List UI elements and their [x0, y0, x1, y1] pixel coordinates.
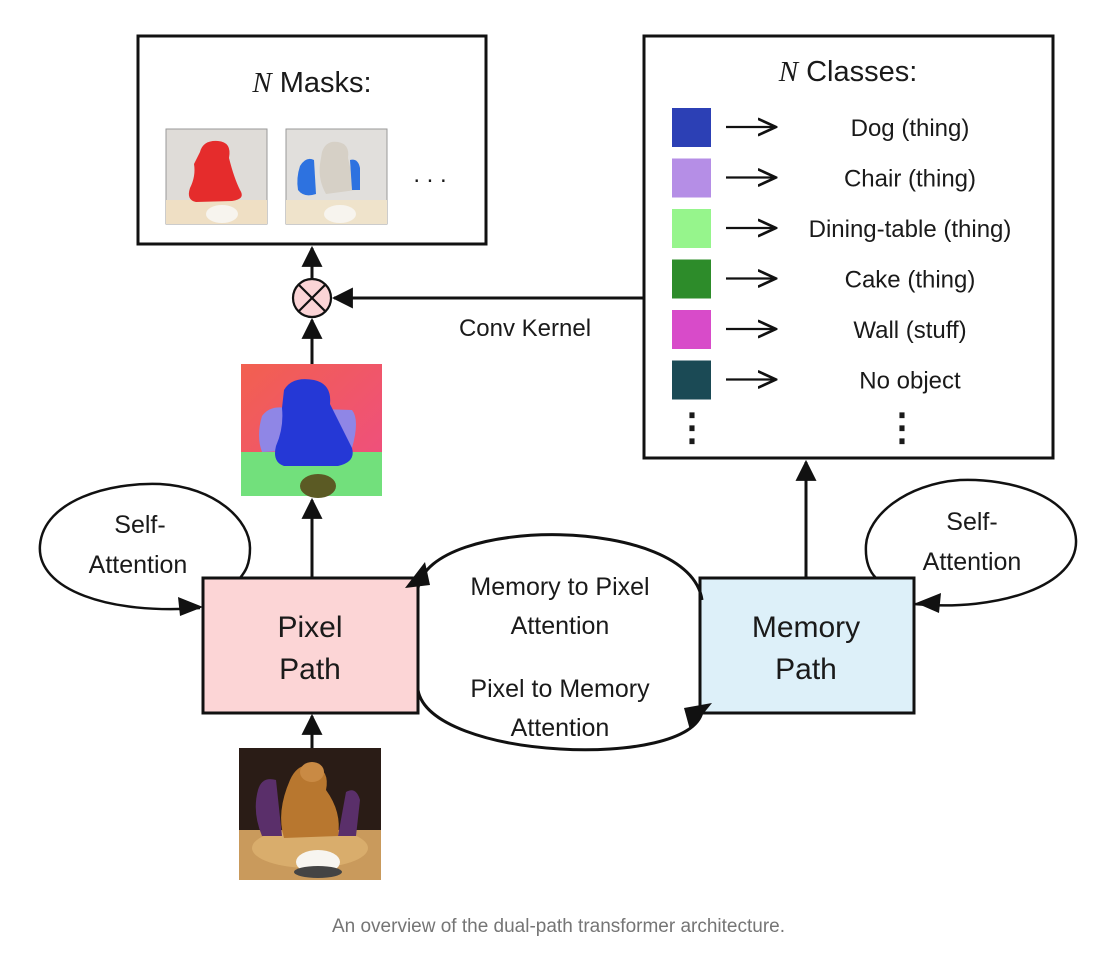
figure-caption: An overview of the dual-path transformer… — [331, 916, 786, 937]
class-color-swatch — [672, 158, 711, 198]
masks-box: N Masks: . . . — [136, 34, 488, 246]
class-label: Wall (stuff) — [853, 317, 966, 344]
pixel-to-memory-label-2: Attention — [511, 714, 610, 742]
class-list-ellipsis-right: ⋮ — [883, 407, 921, 449]
memory-path-label-2: Path — [775, 653, 837, 686]
class-color-swatch — [672, 108, 711, 147]
memory-path-label-1: Memory — [752, 611, 860, 644]
pixel-feature-map-image — [241, 364, 382, 498]
pixel-path-rect — [201, 576, 420, 715]
self-attention-left-label-1: Self- — [114, 511, 165, 539]
memory-path-box: Memory Path — [698, 576, 916, 715]
class-row: Dining-table (thing) — [672, 209, 1011, 248]
class-label: Dining-table (thing) — [809, 216, 1012, 243]
pixel-path-label-2: Path — [279, 653, 341, 686]
memory-to-pixel-label-1: Memory to Pixel — [470, 573, 649, 601]
class-list: Dog (thing) Chair (thing) Dining-table (th… — [672, 108, 1011, 400]
masks-ellipsis: . . . — [413, 161, 446, 188]
multiply-node — [291, 277, 333, 319]
class-color-swatch — [672, 209, 711, 248]
classes-box: N Classes: Dog (thing) Chair (thing) Dinin… — [642, 34, 1055, 460]
mask-thumbnail-1 — [165, 128, 268, 225]
self-attention-right-label-2: Attention — [923, 548, 1022, 576]
self-attention-left: Self- Attention — [38, 482, 252, 616]
self-attention-left-label-2: Attention — [89, 551, 188, 579]
mask-thumbnail-2 — [285, 128, 388, 225]
class-row: Cake (thing) — [672, 259, 976, 299]
memory-to-pixel-label-2: Attention — [511, 612, 610, 640]
masks-title: N Masks: — [251, 67, 371, 99]
self-attention-right-label-1: Self- — [946, 508, 997, 536]
class-label: No object — [859, 368, 961, 395]
classes-title: N Classes: — [778, 56, 918, 88]
class-label: Cake (thing) — [845, 267, 976, 294]
class-list-ellipsis-left: ⋮ — [673, 407, 711, 449]
pixel-path-box: Pixel Path — [201, 576, 420, 715]
class-row: No object — [672, 360, 961, 400]
class-label: Dog (thing) — [851, 115, 970, 142]
conv-kernel-label: Conv Kernel — [459, 315, 591, 342]
pixel-path-label-1: Pixel — [277, 611, 342, 644]
memory-path-rect — [698, 576, 916, 715]
class-label: Chair (thing) — [844, 166, 976, 193]
class-row: Wall (stuff) — [672, 310, 967, 349]
self-attention-right: Self- Attention — [864, 478, 1078, 613]
class-color-swatch — [672, 310, 711, 349]
class-row: Dog (thing) — [672, 108, 969, 147]
class-color-swatch — [672, 360, 711, 400]
class-row: Chair (thing) — [672, 158, 976, 198]
input-dog-image — [239, 748, 381, 880]
pixel-to-memory-label-1: Pixel to Memory — [470, 675, 650, 703]
dual-attention-loop: Memory to Pixel Attention Pixel to Memor… — [405, 533, 712, 752]
class-color-swatch — [672, 259, 711, 299]
